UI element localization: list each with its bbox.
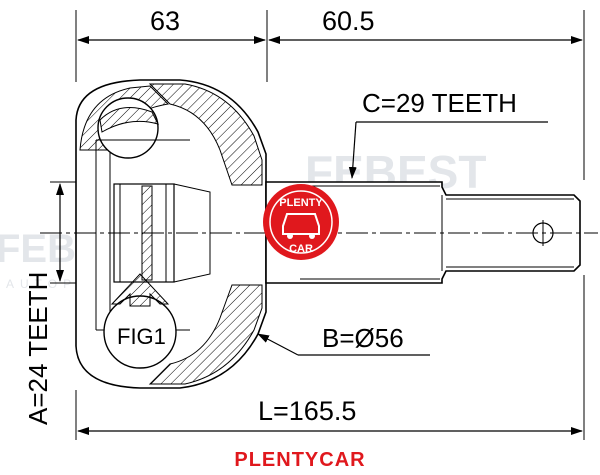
badge-text-top: PLENTY <box>279 197 323 209</box>
dimension-length: L=165.5 <box>258 396 356 426</box>
badge-wheel-icon <box>309 233 315 239</box>
badge-car-icon <box>282 213 320 235</box>
label-figure: FIG1 <box>117 324 166 349</box>
plentycar-badge: PLENTY CAR <box>263 184 339 260</box>
footer-brand: PLENTYCAR <box>234 449 365 471</box>
dimension-60-5: 60.5 <box>322 6 375 36</box>
badge-ring <box>269 190 333 254</box>
label-outer-spline: C=29 TEETH <box>362 88 517 118</box>
badge-wheel-icon <box>287 233 293 239</box>
cv-housing: FIG1 <box>75 79 267 389</box>
dimension-63: 63 <box>150 6 180 36</box>
leader-diameter <box>257 333 299 356</box>
badge-text-bottom: CAR <box>289 243 313 255</box>
extension-lines <box>50 10 585 440</box>
label-inner-spline: A=24 TEETH <box>23 272 53 425</box>
badge-circle <box>263 184 339 260</box>
label-diameter: B=Ø56 <box>322 323 404 353</box>
leader-outer-spline <box>348 121 357 179</box>
